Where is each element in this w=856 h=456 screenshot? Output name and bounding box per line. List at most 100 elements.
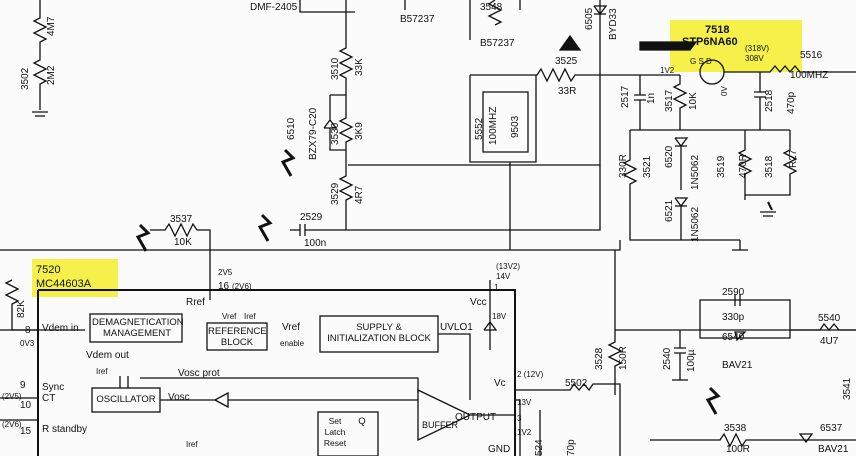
d6540-label: 6540 [722, 332, 745, 343]
uvlo-label: UVLO1 [440, 322, 473, 333]
l5516-value: 100MHZ [790, 70, 829, 81]
ct-label: CT [42, 393, 56, 404]
oscillator-block: OSCILLATOR [96, 394, 156, 405]
latch-q: Q [358, 416, 366, 427]
d6540-value: BAV21 [722, 360, 753, 371]
c70p-value: 70p [566, 439, 577, 456]
c2540-label: 2540 [662, 347, 673, 370]
r3529-value: 4R7 [354, 185, 365, 204]
pin-2v6: (2V6) [232, 282, 252, 291]
r3525-label: 3525 [555, 56, 578, 67]
r3537-label: 3537 [170, 214, 193, 225]
l5552-label: 5552 [474, 117, 485, 140]
d6537-value: BAV21 [818, 444, 849, 455]
r3530-label: 3530 [330, 122, 341, 145]
r3502-label: 3502 [20, 67, 31, 90]
pin-3: 3 [517, 414, 522, 423]
vdem-out-label: Vdem out [86, 350, 129, 361]
r3517-label: 3517 [664, 89, 675, 112]
mosfet-pins: G S D [690, 57, 712, 66]
r3528-value: 150R [618, 346, 629, 370]
c524-label: 524 [534, 439, 545, 456]
d6521-label: 6521 [664, 199, 675, 222]
r3519-value: 470R [738, 154, 749, 178]
p3541-label: 3541 [842, 377, 853, 400]
vref-in-label: Vref [222, 312, 237, 321]
vcc-label: Vcc [470, 297, 487, 308]
ic-ref: 7520 [36, 264, 61, 276]
mosfet-part: STP6NA60 [682, 36, 738, 48]
pin-10: 10 [20, 400, 32, 411]
iref2-label: Iref [186, 440, 198, 449]
pin-2v5b: (2V5) [2, 392, 22, 401]
r3510-value: 33K [354, 58, 365, 76]
pin-13v: 13V [517, 398, 532, 407]
l5540-value: 4U7 [820, 336, 839, 347]
r3519-label: 3519 [716, 155, 727, 178]
latch-block: Set Latch Reset [323, 416, 347, 448]
r3529-label: 3529 [330, 182, 341, 205]
r3548-label: 3548 [480, 2, 503, 13]
r3525-value: 33R [558, 86, 577, 97]
c2529-label: 2529 [300, 212, 323, 223]
vdem-in-label: Vdem in [42, 323, 79, 334]
pin-16: 16 [218, 281, 230, 292]
r4m7-value: 4M7 [46, 16, 57, 36]
sync-label: Sync [42, 382, 65, 393]
gnd-label: GND [488, 444, 511, 455]
mosfet-volt2: 308V [745, 54, 764, 63]
r3510-label: 3510 [330, 57, 341, 80]
mosfet-ref: 7518 [705, 24, 730, 36]
r3537-value: 10K [174, 237, 192, 248]
pin-13v2: (13V2) [496, 262, 521, 271]
b57237b-label: B57237 [480, 38, 515, 49]
iref1-label: Iref [96, 367, 108, 376]
pin-2v6b: (2V6) [2, 420, 22, 429]
r3518-value: R27 [788, 149, 799, 168]
reference-block: REFERENCE BLOCK [208, 326, 267, 348]
pin-1: 1 [494, 283, 499, 292]
d6510-value: BZX79-C20 [308, 107, 319, 160]
r3521-value: 330R [618, 154, 629, 178]
r3517-value: 10K [688, 92, 699, 110]
pin-1v2: 1V2 [517, 428, 532, 437]
d6520-value: 1N5062 [690, 154, 701, 190]
l5540-label: 5540 [818, 313, 841, 324]
pin-8: 8 [25, 325, 31, 336]
vref2-label: Vref [282, 322, 300, 333]
c2518-label: 2518 [764, 89, 775, 112]
v1v2-label: 1V2 [660, 66, 675, 75]
output-label: OUTPUT [455, 412, 497, 423]
pin-15: 15 [20, 426, 32, 437]
r3530-value: 3K9 [354, 122, 365, 140]
pin-14v: 14V [496, 272, 511, 281]
pin-0v3: 0V3 [20, 339, 35, 348]
iref-in-label: Iref [244, 312, 256, 321]
buffer-block: BUFFER [422, 420, 458, 430]
mosfet-volt1: (318V) [745, 44, 770, 53]
c2590-value: 330p [722, 312, 745, 323]
r3518-label: 3518 [764, 155, 775, 178]
rstandby-label: R standby [42, 424, 88, 435]
r3538-value: 100R [726, 444, 750, 455]
r3528-label: 3528 [594, 347, 605, 370]
vc-label: Vc [494, 378, 506, 389]
enable-label: enable [280, 339, 305, 348]
c2517-label: 2517 [620, 85, 631, 108]
demag-block: DEMAGNETICATION MANAGEMENT [92, 317, 184, 339]
d6537-label: 6537 [820, 423, 843, 434]
r3538-label: 3538 [724, 423, 747, 434]
r82k-value: 82K [16, 300, 27, 318]
18v-label: 18V [492, 312, 507, 321]
d6521-value: 1N5062 [690, 206, 701, 242]
c2529-value: 100n [304, 238, 327, 249]
v0v-label: 0V [720, 86, 729, 96]
c2590-label: 2590 [722, 287, 745, 298]
d6520-label: 6520 [664, 145, 675, 168]
pin-12v: 2 (12V) [517, 370, 544, 379]
byd33-label: BYD33 [608, 8, 619, 40]
rref-label: Rref [186, 297, 205, 308]
l5552-value: 100MHZ [488, 106, 499, 145]
